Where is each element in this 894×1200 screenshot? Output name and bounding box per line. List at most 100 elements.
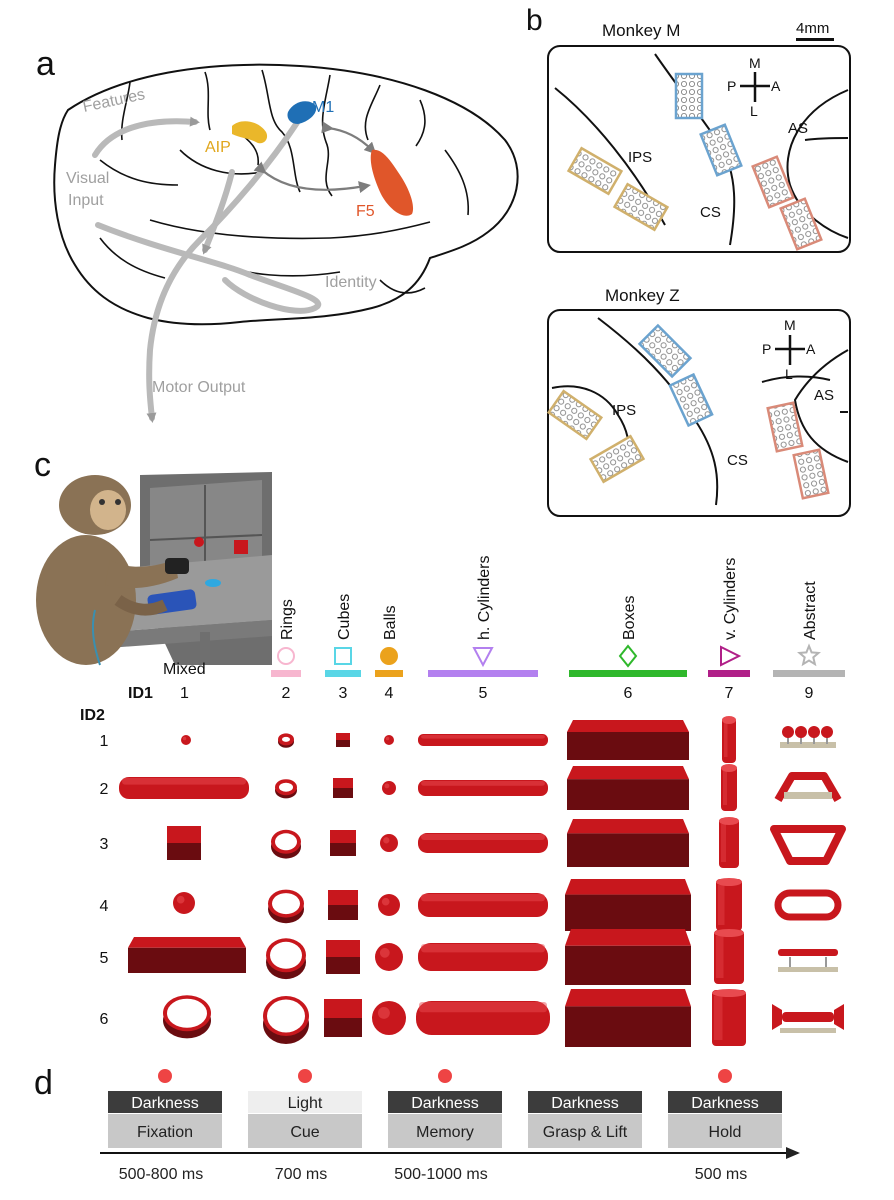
panel-c: c Mixed ID1 ID2	[34, 446, 846, 1047]
phase-box	[248, 1114, 362, 1148]
connection-arrows	[253, 121, 377, 193]
cube-object-4	[328, 890, 358, 920]
panel-a: a	[36, 45, 519, 423]
cube-object-6	[324, 999, 362, 1037]
group-symbol-icon	[472, 647, 494, 668]
group-color-bar	[375, 670, 403, 677]
array-aip-1	[566, 146, 624, 196]
array-aip-2	[612, 182, 670, 232]
ball-object-3	[380, 834, 398, 852]
array-z-m1-2	[668, 372, 714, 428]
object-grid	[119, 716, 846, 1047]
mixed-object-2	[119, 777, 249, 799]
duration-label: 500-800 ms	[119, 1166, 204, 1183]
ball-object-4	[378, 894, 400, 916]
group-name: Cubes	[336, 594, 353, 640]
abstract-object-2	[774, 772, 842, 803]
light-condition-label: Light	[288, 1095, 323, 1112]
group-color-bar	[428, 670, 538, 677]
monkey-m-arrays	[566, 72, 823, 251]
group-name: h. Cylinders	[476, 556, 493, 640]
ring-object-3	[271, 829, 301, 859]
visual-input-label-line2: Input	[68, 192, 104, 209]
group-name: Balls	[382, 605, 399, 640]
vcylinder-object-1	[722, 716, 736, 763]
fixation-dot	[718, 1069, 732, 1083]
ring-object-5	[266, 938, 306, 980]
group-id: 9	[805, 685, 814, 702]
compass-z-a: A	[806, 341, 816, 357]
phase-box	[668, 1114, 782, 1148]
panel-b: b Monkey M 4mm IPS CS AS M P A L	[526, 4, 851, 517]
mixed-object-4	[173, 892, 195, 914]
light-condition-box	[668, 1091, 782, 1113]
compass-z-p: P	[762, 341, 771, 357]
compass-l: L	[750, 103, 758, 119]
group-color-bar	[708, 670, 750, 677]
group-header-cubes: Cubes 3	[325, 594, 361, 702]
scale-bar	[796, 38, 834, 41]
monkey-z-compass: M P A L	[762, 317, 816, 382]
id2-row-label: 6	[100, 1011, 109, 1028]
ball-object-1	[384, 735, 394, 745]
array-z-f5-2	[792, 448, 830, 500]
box-object-4	[565, 879, 691, 931]
sulci	[99, 69, 470, 294]
id2-row-label: 4	[100, 898, 109, 915]
motor-output-label: Motor Output	[152, 379, 246, 396]
phase-label: Cue	[290, 1124, 319, 1141]
abstract-object-5	[778, 949, 838, 972]
m1-label: M1	[312, 99, 334, 116]
phase-box	[528, 1114, 642, 1148]
abstract-object-3	[770, 825, 846, 865]
group-color-bar	[569, 670, 687, 677]
f5-area	[370, 149, 414, 216]
monkey-m-cs-label: CS	[700, 204, 721, 221]
panel-label-b: b	[526, 4, 543, 37]
compass-z-m: M	[784, 317, 796, 333]
phase-label: Grasp & Lift	[543, 1124, 628, 1141]
light-condition-box	[528, 1091, 642, 1113]
ring-object-1	[278, 733, 294, 748]
ring-object-4	[268, 889, 304, 924]
scale-bar-label: 4mm	[796, 20, 829, 37]
cube-object-3	[330, 830, 356, 856]
light-condition-box	[108, 1091, 222, 1113]
light-condition-label: Darkness	[131, 1095, 199, 1112]
duration-label: 700 ms	[275, 1166, 327, 1183]
group-color-bar	[325, 670, 361, 677]
vcylinder-object-3	[719, 817, 739, 868]
group-id: 2	[282, 685, 291, 702]
panel-label-c: c	[34, 446, 51, 484]
group-name: Rings	[279, 599, 296, 640]
group-symbol-icon	[618, 644, 638, 668]
ball-object-2	[382, 781, 396, 795]
monkey-z-title: Monkey Z	[605, 286, 680, 305]
m1-area	[287, 101, 317, 124]
group-symbol-icon	[277, 647, 295, 665]
light-condition-label: Darkness	[551, 1095, 619, 1112]
light-condition-label: Darkness	[411, 1095, 479, 1112]
hcylinder-object-6	[416, 1001, 550, 1035]
panel-label-a: a	[36, 45, 55, 83]
array-f5-2	[779, 197, 823, 251]
monkey-setup-illustration	[36, 472, 272, 666]
group-id: 3	[339, 685, 348, 702]
id2-row-label: 3	[100, 836, 109, 853]
mixed-object-1	[181, 735, 191, 745]
hcylinder-object-2	[418, 780, 548, 796]
fixation-dot	[158, 1069, 172, 1083]
ring-object-6	[263, 996, 309, 1044]
hcylinder-object-1	[418, 734, 548, 746]
monkey-z-as-label: AS	[814, 387, 834, 404]
id1-label: ID1	[128, 685, 153, 702]
group-name: Boxes	[621, 596, 638, 640]
hcylinder-object-4	[418, 893, 548, 917]
